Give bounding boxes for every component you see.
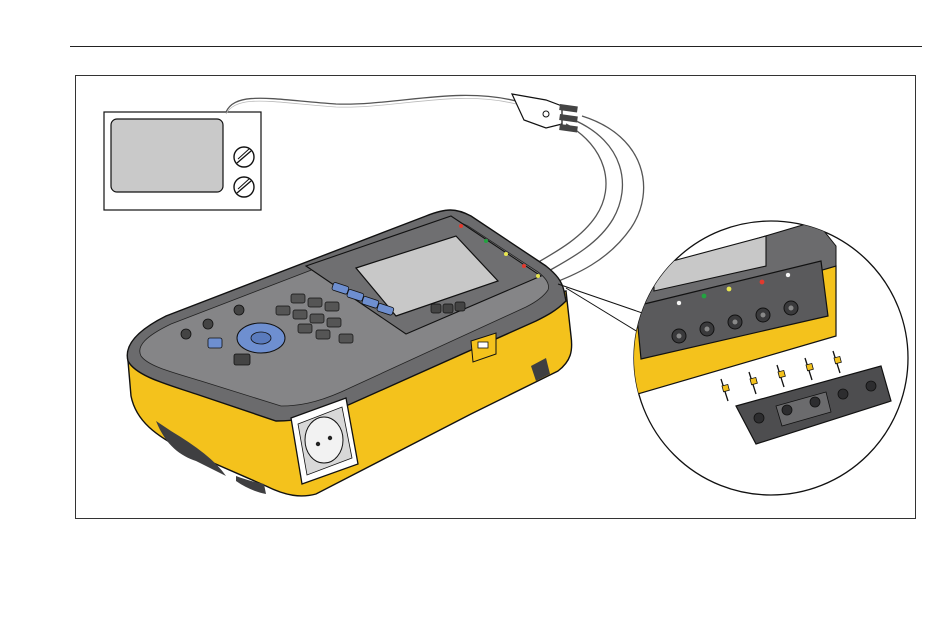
header-rule: [70, 46, 922, 47]
device-illustration: [76, 76, 917, 520]
zoom-callout: [631, 221, 908, 495]
knob-icon: [234, 147, 254, 167]
medical-device-monitor: [104, 112, 261, 210]
cable-connector: [512, 94, 578, 132]
knob-icon: [234, 177, 254, 197]
figure-frame: [75, 75, 916, 519]
safety-analyzer: [127, 210, 571, 496]
zoom-callout-lines: [558, 284, 651, 332]
